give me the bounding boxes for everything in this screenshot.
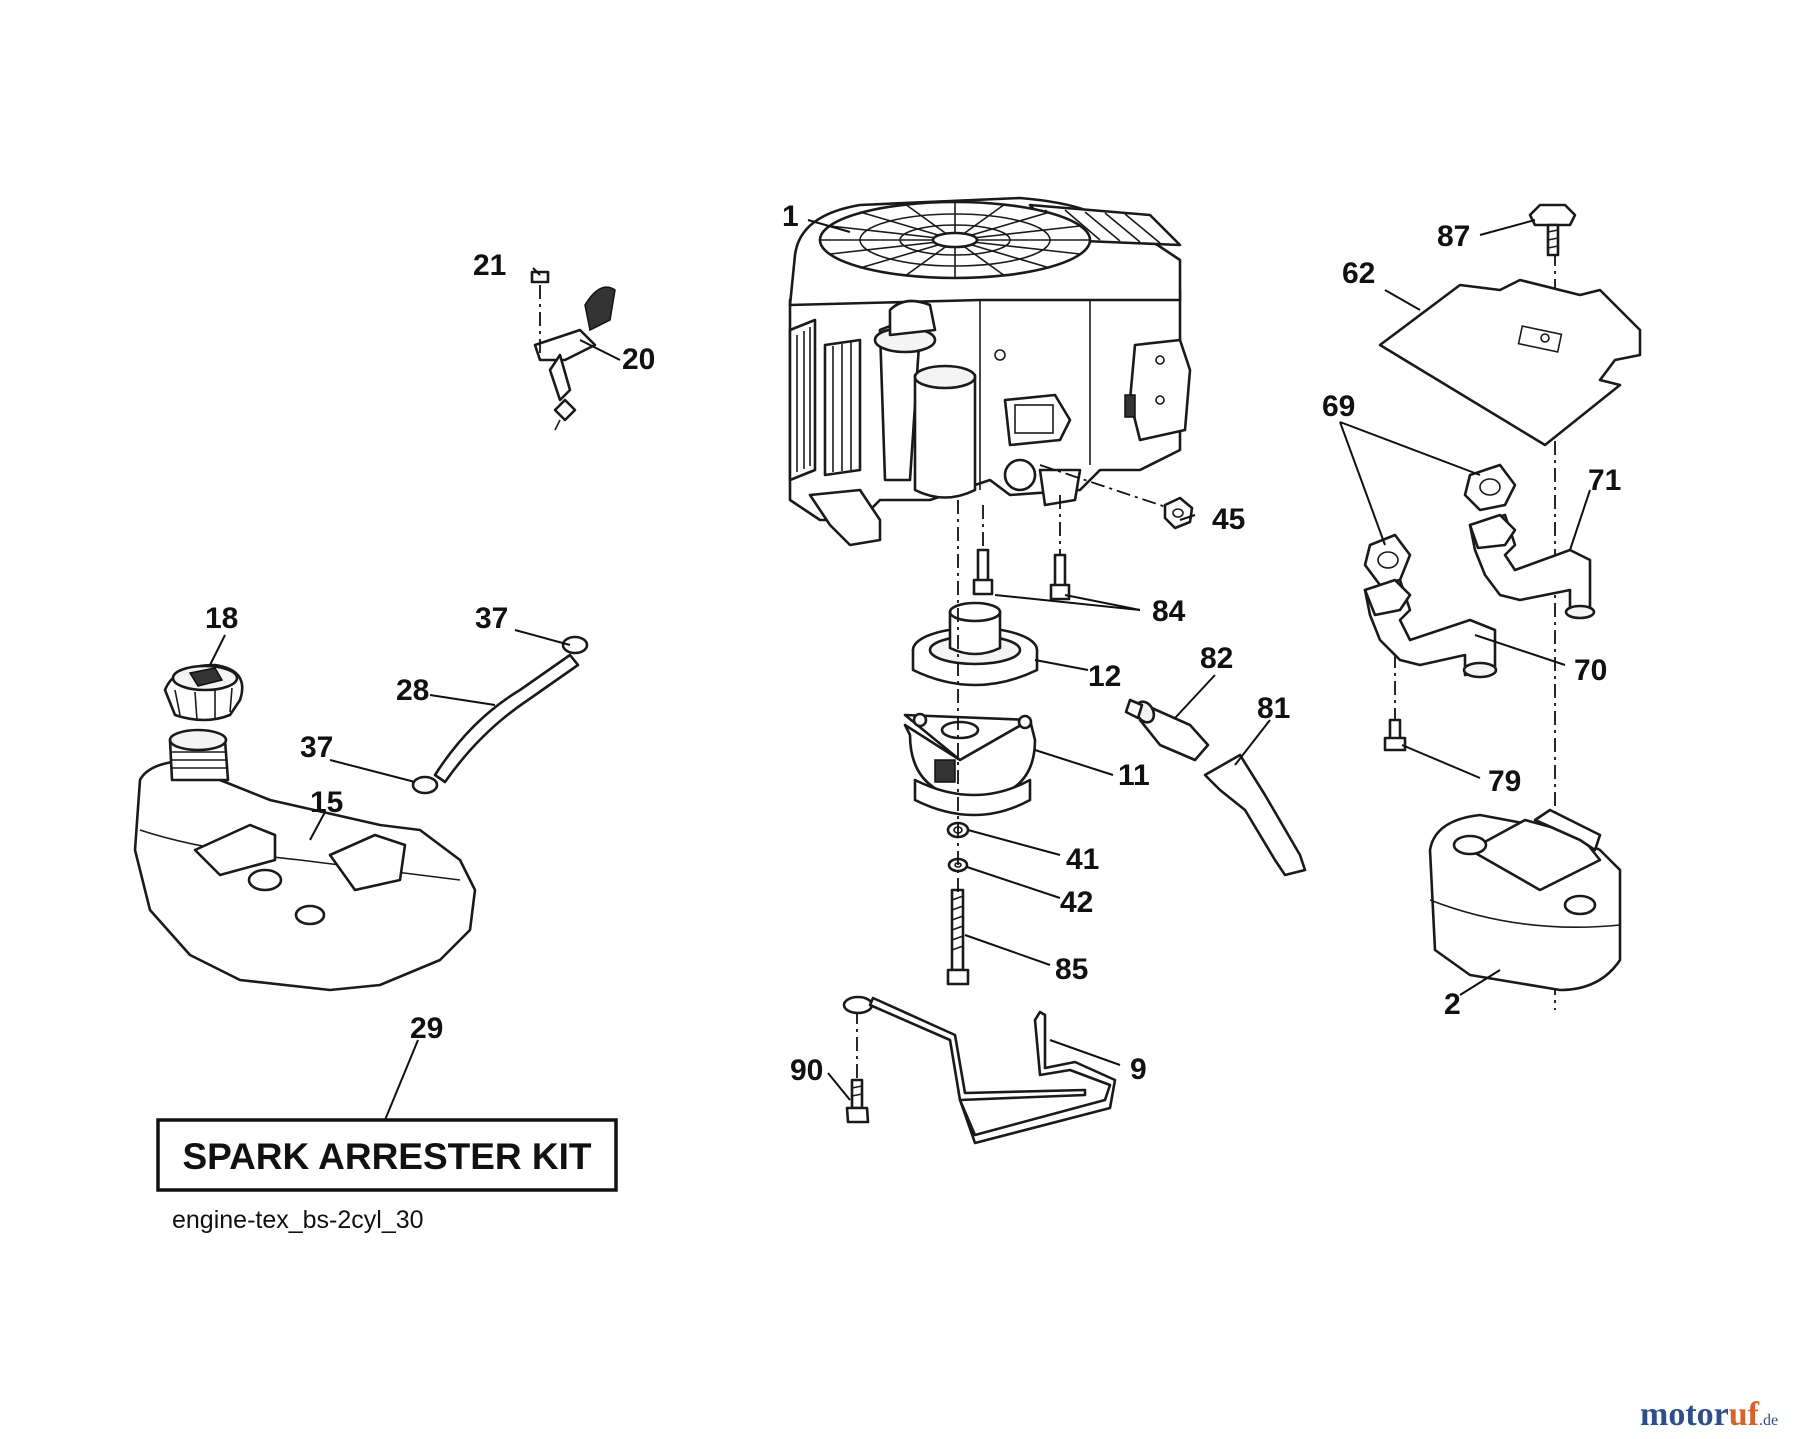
- nut-part: [1163, 496, 1194, 530]
- callout-62: 62: [1342, 257, 1375, 290]
- muffler-part: [1428, 808, 1622, 992]
- knob-part: [1528, 203, 1577, 257]
- callout-69: 69: [1322, 390, 1355, 423]
- bolt-90-part: [845, 1078, 870, 1124]
- callout-28: 28: [396, 674, 429, 707]
- throttle-control-part: [530, 270, 616, 431]
- callout-42: 42: [1060, 886, 1093, 919]
- callout-37-bottom: 37: [300, 731, 333, 764]
- engine-part: [788, 196, 1192, 547]
- fuel-line-part: [411, 635, 589, 795]
- callout-90: 90: [790, 1054, 823, 1087]
- callout-45: 45: [1212, 503, 1245, 536]
- callout-12: 12: [1088, 660, 1121, 693]
- callout-29: 29: [410, 1012, 443, 1045]
- callout-70: 70: [1574, 654, 1607, 687]
- fuel-filter-part: [1124, 698, 1210, 762]
- exhaust-pipe-right-part: [1468, 513, 1596, 620]
- exhaust-gasket-part: [1363, 463, 1517, 587]
- fuel-hose-part: [1203, 753, 1307, 877]
- callout-81: 81: [1257, 692, 1290, 725]
- callout-84: 84: [1152, 595, 1186, 628]
- pto-clutch-part: [903, 712, 1037, 817]
- callout-87: 87: [1437, 220, 1470, 253]
- callout-labels: 1 21 20 18 37 28 37 15 29 45 84 12 82 81…: [205, 200, 1621, 1087]
- heat-shield-part: [1378, 278, 1642, 447]
- engine-bolt-part: [972, 548, 1071, 601]
- callout-41: 41: [1066, 843, 1099, 876]
- spark-arrester-kit-label: SPARK ARRESTER KIT: [182, 1136, 591, 1177]
- callout-11: 11: [1118, 759, 1150, 792]
- spark-arrester-kit-box: SPARK ARRESTER KIT: [156, 1118, 618, 1192]
- exhaust-pipe-left-part: [1363, 578, 1498, 679]
- callout-71: 71: [1588, 464, 1621, 497]
- callout-21: 21: [473, 249, 506, 282]
- callout-37-top: 37: [475, 602, 508, 635]
- watermark-logo: motoruf.de: [1640, 1396, 1778, 1433]
- pulley-part: [911, 601, 1039, 687]
- callout-79: 79: [1488, 765, 1521, 798]
- svg-text:motoruf.de: motoruf.de: [1640, 1396, 1778, 1433]
- drawing-code: engine-tex_bs-2cyl_30: [172, 1206, 424, 1234]
- bolt-part: [946, 888, 970, 986]
- leader-lines: [209, 219, 1591, 1121]
- callout-15: 15: [310, 786, 343, 819]
- callout-2: 2: [1444, 988, 1461, 1021]
- callout-18: 18: [205, 602, 238, 635]
- screw-part: [1383, 718, 1407, 752]
- rod-part: [842, 995, 1117, 1145]
- fuel-tank-part: [133, 728, 477, 992]
- callout-20: 20: [622, 343, 655, 376]
- callout-9: 9: [1130, 1053, 1147, 1086]
- callout-82: 82: [1200, 642, 1233, 675]
- callout-85: 85: [1055, 953, 1088, 986]
- callout-1: 1: [782, 200, 799, 233]
- fuel-cap-part: [163, 663, 244, 722]
